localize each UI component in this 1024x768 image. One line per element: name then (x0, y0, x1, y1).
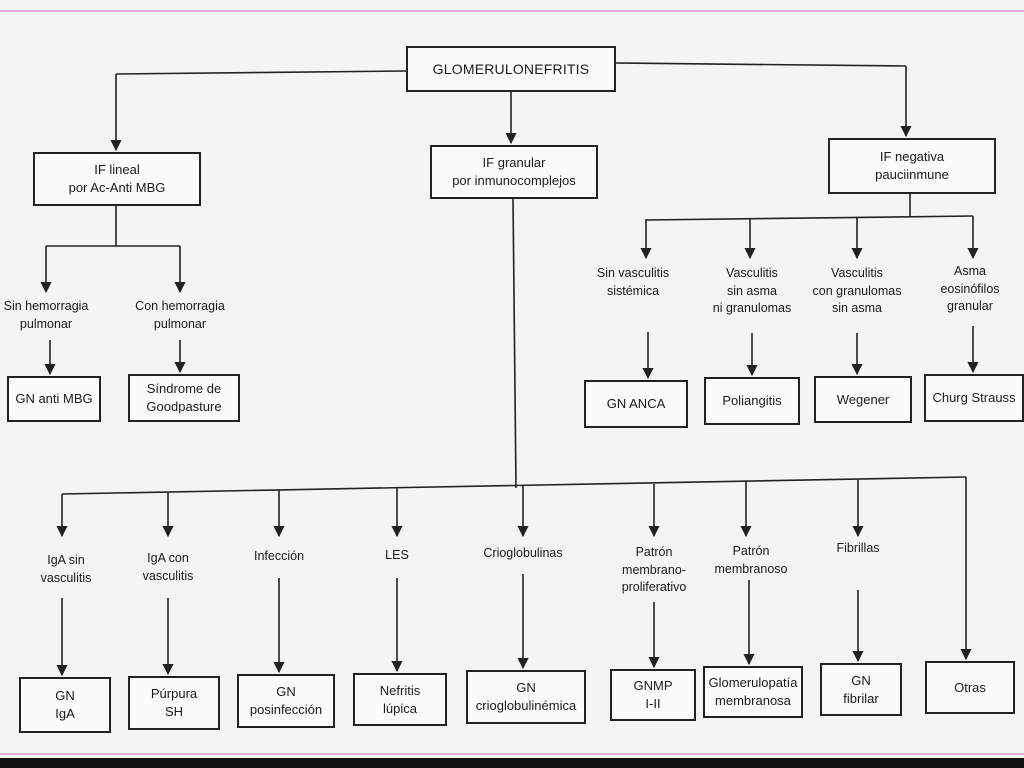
result-otras: Otras (925, 661, 1015, 714)
category-if-lineal: IF lineal por Ac-Anti MBG (33, 152, 201, 206)
condition-crioglobulinas: Crioglobulinas (483, 546, 563, 560)
bottom-dark-strip (0, 758, 1024, 768)
result-gn-anti-mbg: GN anti MBG (7, 376, 101, 422)
top-border-line (0, 10, 1024, 12)
category-if-granular: IF granular por inmunocomplejos (430, 145, 598, 199)
result-glomerulopatia-membranosa: Glomerulopatía membranosa (703, 666, 803, 718)
condition-infeccion: Infección (253, 549, 305, 563)
result-gn-crioglobulinemica: GN crioglobulinémica (466, 670, 586, 724)
result-wegener: Wegener (814, 376, 912, 423)
result-gn-posinfeccion: GN posinfección (237, 674, 335, 728)
connector-line-21 (512, 198, 517, 489)
condition-les: LES (385, 548, 409, 562)
condition-con-hemorragia: Con hemorragia pulmonar (135, 299, 225, 331)
condition-patron-membranoso: Patrón membranoso (714, 544, 788, 576)
connector-line-3 (615, 62, 907, 67)
condition-iga-sin-vasculitis: IgA sin vasculitis (40, 553, 92, 585)
connector-line-0 (115, 70, 407, 75)
condition-vasculitis-con-granulomas: Vasculitis con granulomas sin asma (812, 266, 902, 315)
result-gn-anca: GN ANCA (584, 380, 688, 428)
category-if-negativa: IF negativa pauciinmune (828, 138, 996, 194)
result-churg-strauss: Churg Strauss (924, 374, 1024, 422)
condition-sin-vasculitis-sistemica: Sin vasculitis sistémica (596, 266, 670, 298)
result-nefritis-lupica: Nefritis lúpica (353, 673, 447, 726)
result-gn-fibrilar: GN fibrilar (820, 663, 902, 716)
condition-fibrillas: Fibrillas (836, 541, 880, 555)
connector-line-22 (61, 476, 967, 495)
condition-patron-membranoproliferativo: Patrón membrano- proliferativo (621, 545, 687, 594)
condition-asma-eosinofilos: Asma eosinófilos granular (940, 264, 1000, 313)
bottom-border-line (0, 753, 1024, 755)
result-gn-iga: GN IgA (19, 677, 111, 733)
result-poliangitis: Poliangitis (704, 377, 800, 425)
result-gnmp: GNMP I-II (610, 669, 696, 721)
condition-sin-hemorragia: Sin hemorragia pulmonar (3, 299, 89, 331)
connector-line-12 (645, 215, 974, 221)
root-node: GLOMERULONEFRITIS (406, 46, 616, 92)
condition-vasculitis-sin-asma: Vasculitis sin asma ni granulomas (712, 266, 792, 315)
result-goodpasture: Síndrome de Goodpasture (128, 374, 240, 422)
condition-iga-con-vasculitis: IgA con vasculitis (142, 551, 194, 583)
result-purpura-sh: Púrpura SH (128, 676, 220, 730)
